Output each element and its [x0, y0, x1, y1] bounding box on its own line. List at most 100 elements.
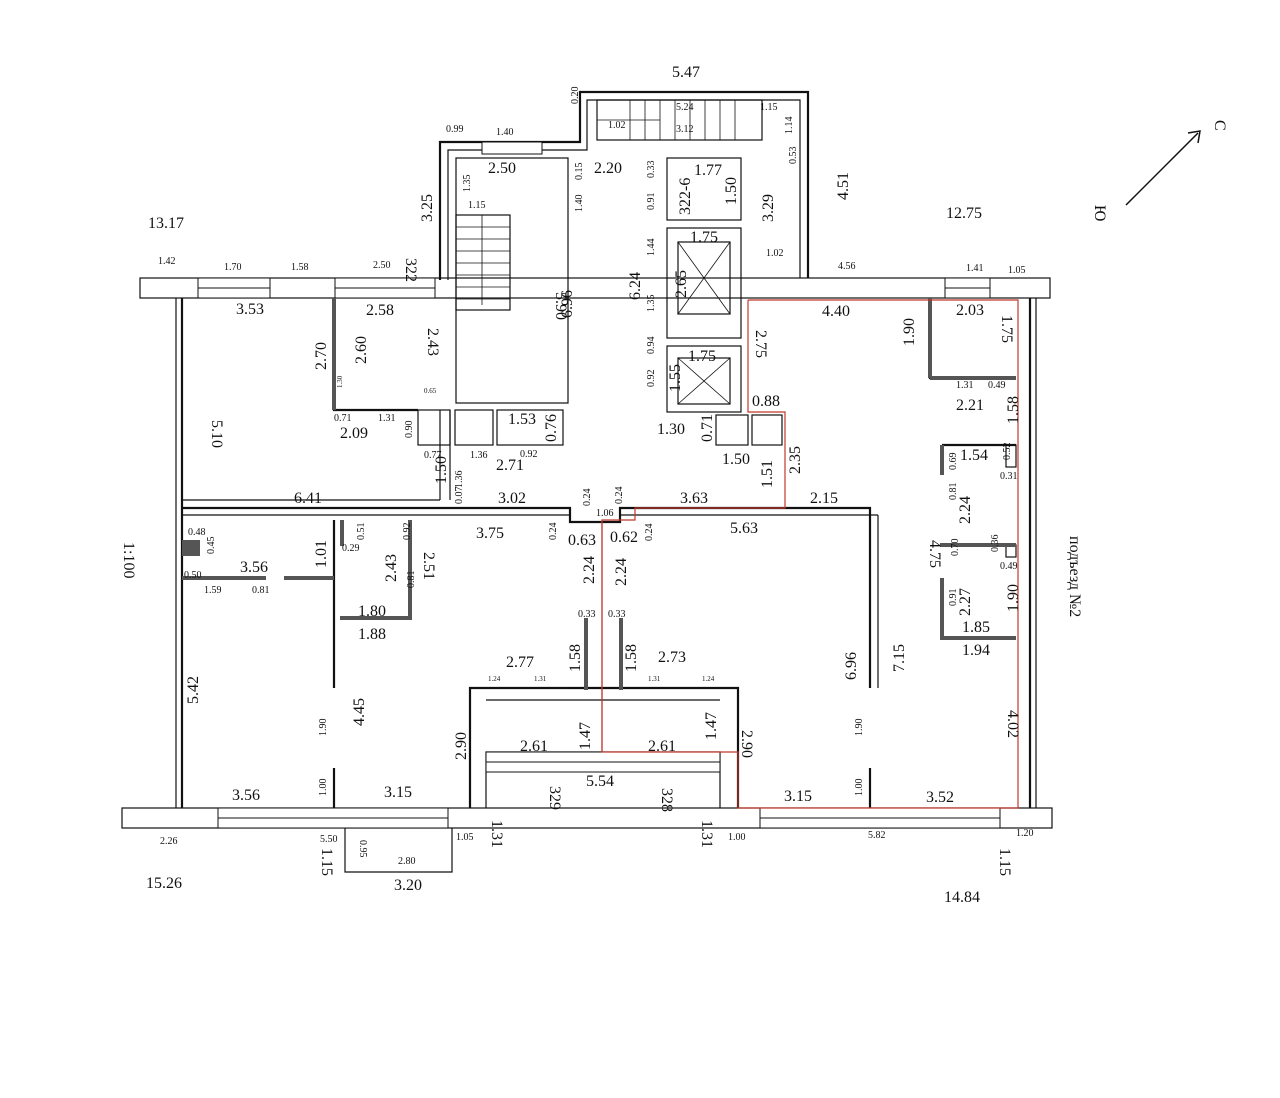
elevator-cab: [677, 357, 731, 405]
svg-text:1.80: 1.80: [358, 603, 386, 620]
svg-text:0.81: 0.81: [948, 483, 959, 501]
svg-text:5.63: 5.63: [730, 520, 758, 537]
svg-text:3.15: 3.15: [784, 788, 812, 805]
svg-text:3.56: 3.56: [232, 787, 260, 804]
svg-text:0.71: 0.71: [699, 414, 716, 442]
svg-text:4.45: 4.45: [351, 698, 368, 726]
entrance-label: подъезд №2: [1066, 536, 1083, 617]
svg-text:1.90: 1.90: [1005, 584, 1022, 612]
svg-text:2.24: 2.24: [581, 556, 598, 584]
svg-text:1.75: 1.75: [690, 229, 718, 246]
svg-text:4.56: 4.56: [838, 261, 856, 272]
svg-text:1.58: 1.58: [623, 644, 640, 672]
svg-text:5.42: 5.42: [185, 676, 202, 704]
svg-text:1.00: 1.00: [728, 832, 746, 843]
svg-text:1.30: 1.30: [336, 375, 344, 388]
svg-text:1.15: 1.15: [996, 848, 1013, 876]
svg-text:0.88: 0.88: [752, 393, 780, 410]
svg-text:2.58: 2.58: [366, 302, 394, 319]
svg-text:2.65: 2.65: [673, 270, 690, 298]
svg-text:0.49: 0.49: [988, 380, 1006, 391]
windows: [197, 141, 1001, 829]
corridor-wall: [182, 506, 872, 688]
svg-text:2.80: 2.80: [398, 856, 416, 867]
svg-text:4.75: 4.75: [926, 540, 943, 568]
svg-text:322: 322: [402, 258, 419, 282]
svg-text:1.53: 1.53: [508, 411, 536, 428]
svg-text:0.33: 0.33: [578, 609, 596, 620]
svg-text:1.24: 1.24: [702, 675, 715, 683]
svg-text:2.61: 2.61: [648, 738, 676, 755]
svg-text:3.29: 3.29: [760, 194, 777, 222]
svg-text:1.36: 1.36: [470, 450, 488, 461]
svg-text:0.52: 0.52: [1002, 443, 1013, 461]
svg-text:0.90: 0.90: [404, 421, 415, 439]
svg-text:0.31: 0.31: [1000, 471, 1018, 482]
svg-text:1.41: 1.41: [966, 263, 984, 274]
top-slab: [139, 277, 1051, 299]
stair-well: [455, 157, 569, 404]
svg-text:0.24: 0.24: [614, 487, 625, 505]
scale-label: 1:100: [120, 542, 137, 578]
svg-text:0.33: 0.33: [646, 161, 657, 179]
svg-text:0.95: 0.95: [357, 840, 368, 858]
svg-text:0.20: 0.20: [570, 87, 581, 105]
svg-text:2.21: 2.21: [956, 397, 984, 414]
svg-text:2.20: 2.20: [594, 160, 622, 177]
svg-text:0.51: 0.51: [356, 523, 367, 541]
svg-text:0.53: 0.53: [788, 147, 799, 165]
svg-text:322-6: 322-6: [677, 178, 694, 215]
svg-text:1.01: 1.01: [313, 540, 330, 568]
svg-text:6.96: 6.96: [559, 290, 576, 318]
staircase: [455, 99, 763, 404]
svg-text:1.40: 1.40: [496, 127, 514, 138]
stair-flight: [455, 214, 511, 311]
svg-text:1.05: 1.05: [1008, 265, 1026, 276]
svg-text:0.70: 0.70: [950, 539, 961, 557]
svg-text:0.77: 0.77: [424, 450, 442, 461]
svg-text:0.92: 0.92: [402, 523, 413, 541]
overall-bottom-right: 14.84: [944, 889, 980, 906]
svg-text:4.51: 4.51: [835, 172, 852, 200]
core-outline: [438, 90, 810, 280]
svg-text:1.50: 1.50: [722, 451, 750, 468]
svg-text:0.15: 0.15: [574, 163, 585, 181]
svg-text:2.27: 2.27: [957, 588, 974, 616]
svg-text:0.99: 0.99: [446, 124, 464, 135]
svg-text:1.31: 1.31: [488, 820, 505, 848]
svg-text:1.35: 1.35: [462, 175, 473, 193]
svg-text:3.75: 3.75: [476, 525, 504, 542]
svg-text:1.40: 1.40: [574, 195, 585, 213]
svg-text:5.24: 5.24: [676, 102, 694, 113]
svg-text:1.70: 1.70: [224, 262, 242, 273]
svg-text:0.71: 0.71: [334, 413, 352, 424]
svg-text:1.54: 1.54: [960, 447, 988, 464]
svg-text:0.07: 0.07: [454, 487, 465, 505]
svg-text:1.15: 1.15: [468, 200, 486, 211]
svg-text:2.61: 2.61: [520, 738, 548, 755]
svg-text:0.24: 0.24: [548, 523, 559, 541]
labels: 5.47 0.20 5.24 1.15 1.02 3.12 1.14 0.53 …: [120, 64, 1228, 906]
svg-text:1.35: 1.35: [646, 295, 657, 313]
svg-text:2.35: 2.35: [787, 446, 804, 474]
svg-text:5.90: 5.90: [552, 292, 569, 320]
svg-text:0.24: 0.24: [644, 524, 655, 542]
svg-text:3.52: 3.52: [926, 789, 954, 806]
svg-text:1.00: 1.00: [318, 779, 329, 797]
svg-text:6.96: 6.96: [843, 652, 860, 680]
svg-text:1.58: 1.58: [1005, 396, 1022, 424]
svg-text:1.55: 1.55: [667, 364, 684, 392]
svg-text:0.29: 0.29: [342, 543, 360, 554]
svg-text:1.50: 1.50: [723, 177, 740, 205]
svg-text:0.65: 0.65: [424, 387, 437, 395]
svg-text:2.24: 2.24: [613, 558, 630, 586]
svg-text:0.33: 0.33: [608, 609, 626, 620]
svg-text:1.58: 1.58: [291, 262, 309, 273]
svg-text:3.15: 3.15: [384, 784, 412, 801]
svg-text:5.10: 5.10: [208, 420, 225, 448]
svg-text:0.69: 0.69: [948, 453, 959, 471]
svg-text:0.81: 0.81: [252, 585, 270, 596]
svg-text:1.75: 1.75: [998, 315, 1015, 343]
svg-text:1.42: 1.42: [158, 256, 176, 267]
